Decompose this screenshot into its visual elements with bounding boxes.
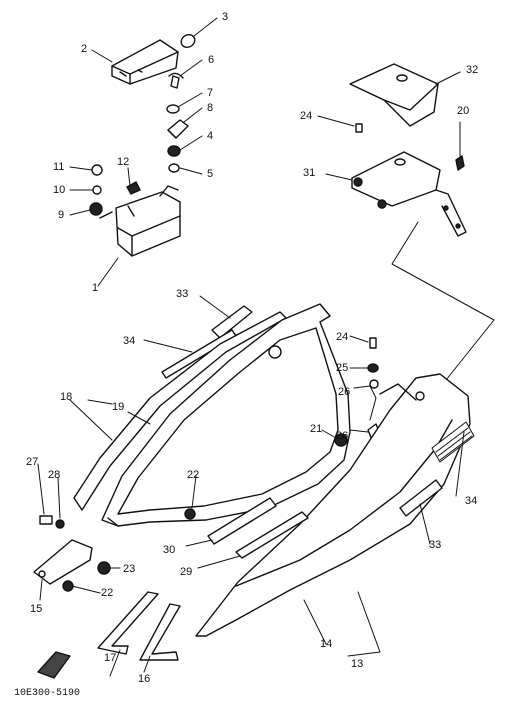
label-part-25: 25 [336,362,349,374]
label-part-20: 20 [457,105,470,117]
label-part-21: 21 [310,423,323,435]
label-part-16: 16 [138,673,151,685]
label-part-24-right: 24 [336,331,349,343]
part-26-collar [369,379,379,389]
label-part-7: 7 [207,87,214,99]
label-part-17: 17 [104,652,117,664]
part-33-emblem [211,305,253,339]
label-part-3: 3 [222,11,229,23]
part-20-screw [455,155,465,171]
part-12-clip [126,181,141,195]
label-part-22-upper: 22 [187,469,200,481]
part-32-cover [349,63,439,127]
part-8-collar [167,119,189,139]
part-15-bracket [33,539,93,585]
label-part-26-lower: 26 [336,430,349,442]
label-part-11: 11 [53,161,65,173]
part-16-trim [139,603,181,661]
part-28-collar [55,519,65,529]
part-24-bolt [355,123,363,133]
diagram-code: 10E300-5190 [14,688,81,699]
label-part-9: 9 [58,209,65,221]
label-part-10: 10 [53,184,66,196]
part-14-main-side-cover [195,373,471,637]
label-part-34-lower: 34 [465,495,478,507]
label-part-14: 14 [320,638,333,650]
label-part-19: 19 [112,401,125,413]
label-part-5: 5 [207,168,214,180]
part-7-washer [166,104,180,114]
part-6-bolt [168,72,184,89]
part-4-damper [167,145,181,157]
label-part-1: 1 [92,282,99,294]
label-part-26-upper: 26 [338,386,351,398]
label-part-15: 15 [30,603,43,615]
label-part-29: 29 [180,566,193,578]
part-18-side-frame [101,303,351,527]
label-part-27: 27 [26,456,39,468]
label-part-30: 30 [163,544,176,556]
part-31-bracket [351,151,467,237]
part-5-ring [168,163,180,173]
part-22-bolt [184,508,196,520]
label-part-33-top: 33 [176,288,189,300]
label-part-18: 18 [60,391,73,403]
part-10-washer [92,185,102,195]
part-1-bracket [99,185,181,257]
leader-lines [37,17,465,677]
label-part-33-lower: 33 [429,539,442,551]
label-part-24-top: 24 [300,110,313,122]
label-part-12: 12 [117,156,130,168]
label-part-2: 2 [81,43,88,55]
label-part-34-top: 34 [123,335,136,347]
part-21-nut [334,433,348,447]
label-part-4: 4 [207,130,214,142]
part-27-screw [39,515,53,525]
emblem-small [37,651,71,679]
label-part-23: 23 [123,563,136,575]
part-9-damper [89,202,103,216]
label-part-6: 6 [208,54,215,66]
part-24-bolt-lower [369,337,377,349]
label-part-22-lower: 22 [101,587,114,599]
label-part-13: 13 [351,658,364,670]
part-11-nut [91,164,103,176]
label-part-28: 28 [48,469,61,481]
label-part-31: 31 [303,167,316,179]
part-3-grommet [180,34,196,48]
part-2-cover [111,39,179,85]
part-17-trim [97,591,159,655]
label-part-32: 32 [466,64,479,76]
part-25-washer [367,363,379,373]
assembly-leader-line [391,221,495,381]
label-part-8: 8 [207,102,214,114]
part-30-stripe [207,497,277,545]
part-33-lower-emblem [399,479,443,517]
part-23-nut [97,561,111,575]
